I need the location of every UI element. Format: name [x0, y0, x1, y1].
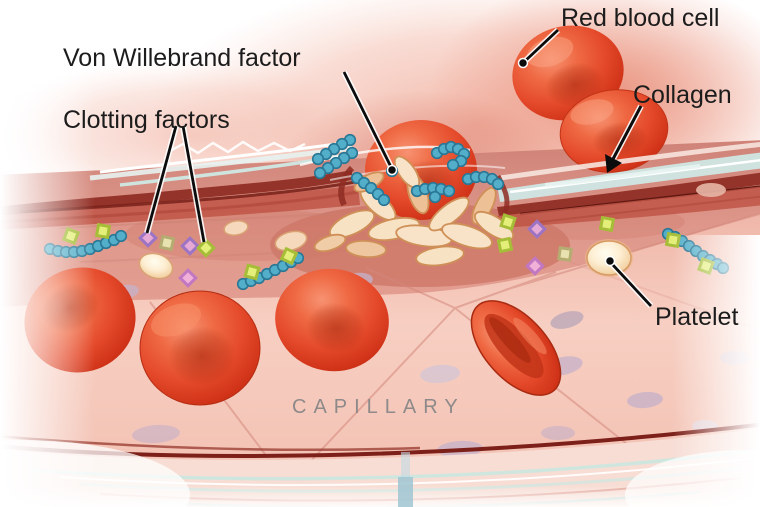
vwf-chain-top [311, 133, 359, 180]
teal-fiber-bars [398, 452, 413, 507]
platelets-resting [138, 220, 308, 280]
label-platelet: Platelet [655, 303, 739, 331]
red-blood-cell-side-view [470, 300, 562, 396]
leader-red-blood-cell [517, 27, 561, 69]
label-red-blood-cell: Red blood cell [561, 4, 720, 32]
clotting-factor-pink [178, 268, 198, 288]
clotting-factor-purple [138, 228, 158, 248]
vwf-chain-wound-hook [430, 140, 471, 172]
leader-lines [144, 27, 654, 309]
leader-collagen [605, 104, 644, 173]
vwf-chain-wound-left [350, 171, 391, 207]
red-blood-cells-lumen [24, 267, 562, 406]
collagen-arrowhead [605, 154, 622, 173]
vwf-chain-wound-right [461, 170, 505, 191]
vwf-chain-wound-mid [410, 181, 456, 204]
clotting-factor-purple [180, 236, 200, 256]
leader-platelet [604, 255, 654, 309]
leader-von-willebrand [341, 70, 398, 176]
vessel-wall-upper-right [495, 142, 760, 228]
label-von-willebrand-factor: Von Willebrand factor [63, 44, 301, 72]
leader-clotting-right [180, 125, 207, 243]
label-collagen: Collagen [633, 81, 732, 109]
label-clotting-factors: Clotting factors [63, 106, 230, 134]
vwf-bead-chains [43, 133, 730, 291]
clotting-factor-khaki [158, 234, 176, 252]
leader-clotting-left [144, 125, 179, 234]
clotting-factor-green [196, 238, 216, 258]
capillary-watermark: CAPILLARY [292, 396, 465, 418]
